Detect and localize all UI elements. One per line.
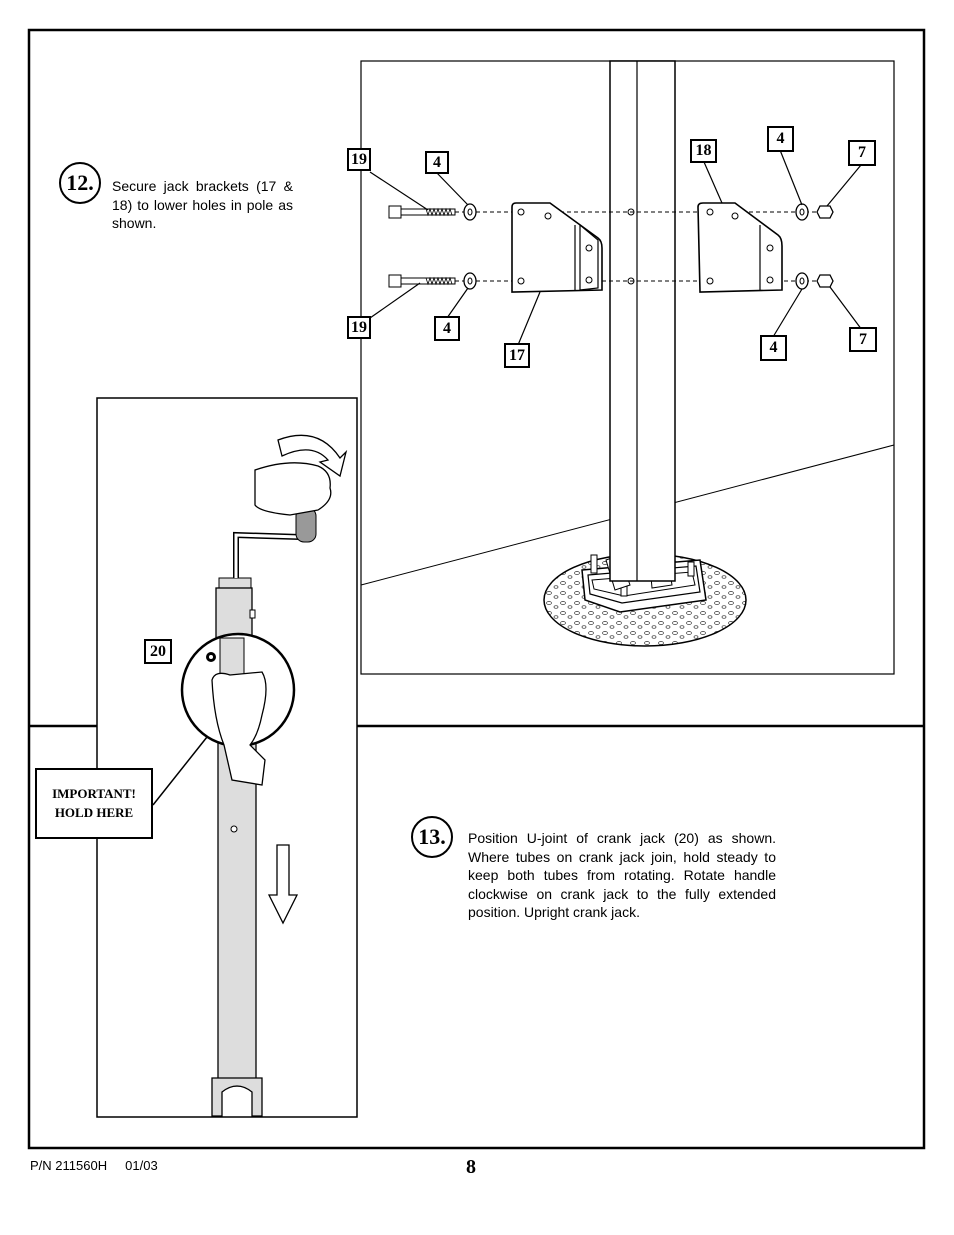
- bracket-18: [697, 202, 783, 293]
- callout-bolt-top: 19: [347, 148, 371, 171]
- bracket-17: [511, 202, 603, 293]
- outer-frame: [27, 28, 926, 1150]
- bolt-top: [388, 205, 456, 219]
- callout-washer-left-top: 4: [425, 151, 449, 174]
- callout-washer-right-bottom: 4: [760, 335, 787, 361]
- step-13-text: Position U-joint of crank jack (20) as s…: [468, 830, 776, 920]
- pole: [609, 60, 676, 582]
- callout-bolt-bottom: 19: [347, 316, 371, 339]
- callout-nut-top: 7: [848, 140, 876, 166]
- hold-here-label: HOLD HERE: [54, 805, 134, 820]
- step-13-number: 13.: [411, 816, 453, 858]
- footer-part-info: P/N 211560H 01/03: [30, 1158, 158, 1173]
- callout-bracket-right: 18: [690, 139, 717, 163]
- callout-washer-right-top: 4: [767, 126, 794, 152]
- callout-crank-jack: 20: [144, 639, 172, 664]
- callout-washer-left-bottom: 4: [434, 316, 460, 341]
- important-hold-here-box: IMPORTANT! HOLD HERE: [35, 768, 153, 839]
- step-12-text: Secure jack brackets (17 & 18) to lower …: [112, 178, 293, 231]
- page-number: 8: [466, 1156, 476, 1178]
- revision-date: 01/03: [125, 1158, 158, 1173]
- callout-bracket-left: 17: [504, 343, 530, 368]
- callout-nut-bottom: 7: [849, 327, 877, 352]
- part-number: P/N 211560H: [30, 1158, 108, 1173]
- step-12-number: 12.: [59, 162, 101, 204]
- important-label: IMPORTANT!: [52, 786, 136, 801]
- bolt-bottom: [388, 274, 456, 288]
